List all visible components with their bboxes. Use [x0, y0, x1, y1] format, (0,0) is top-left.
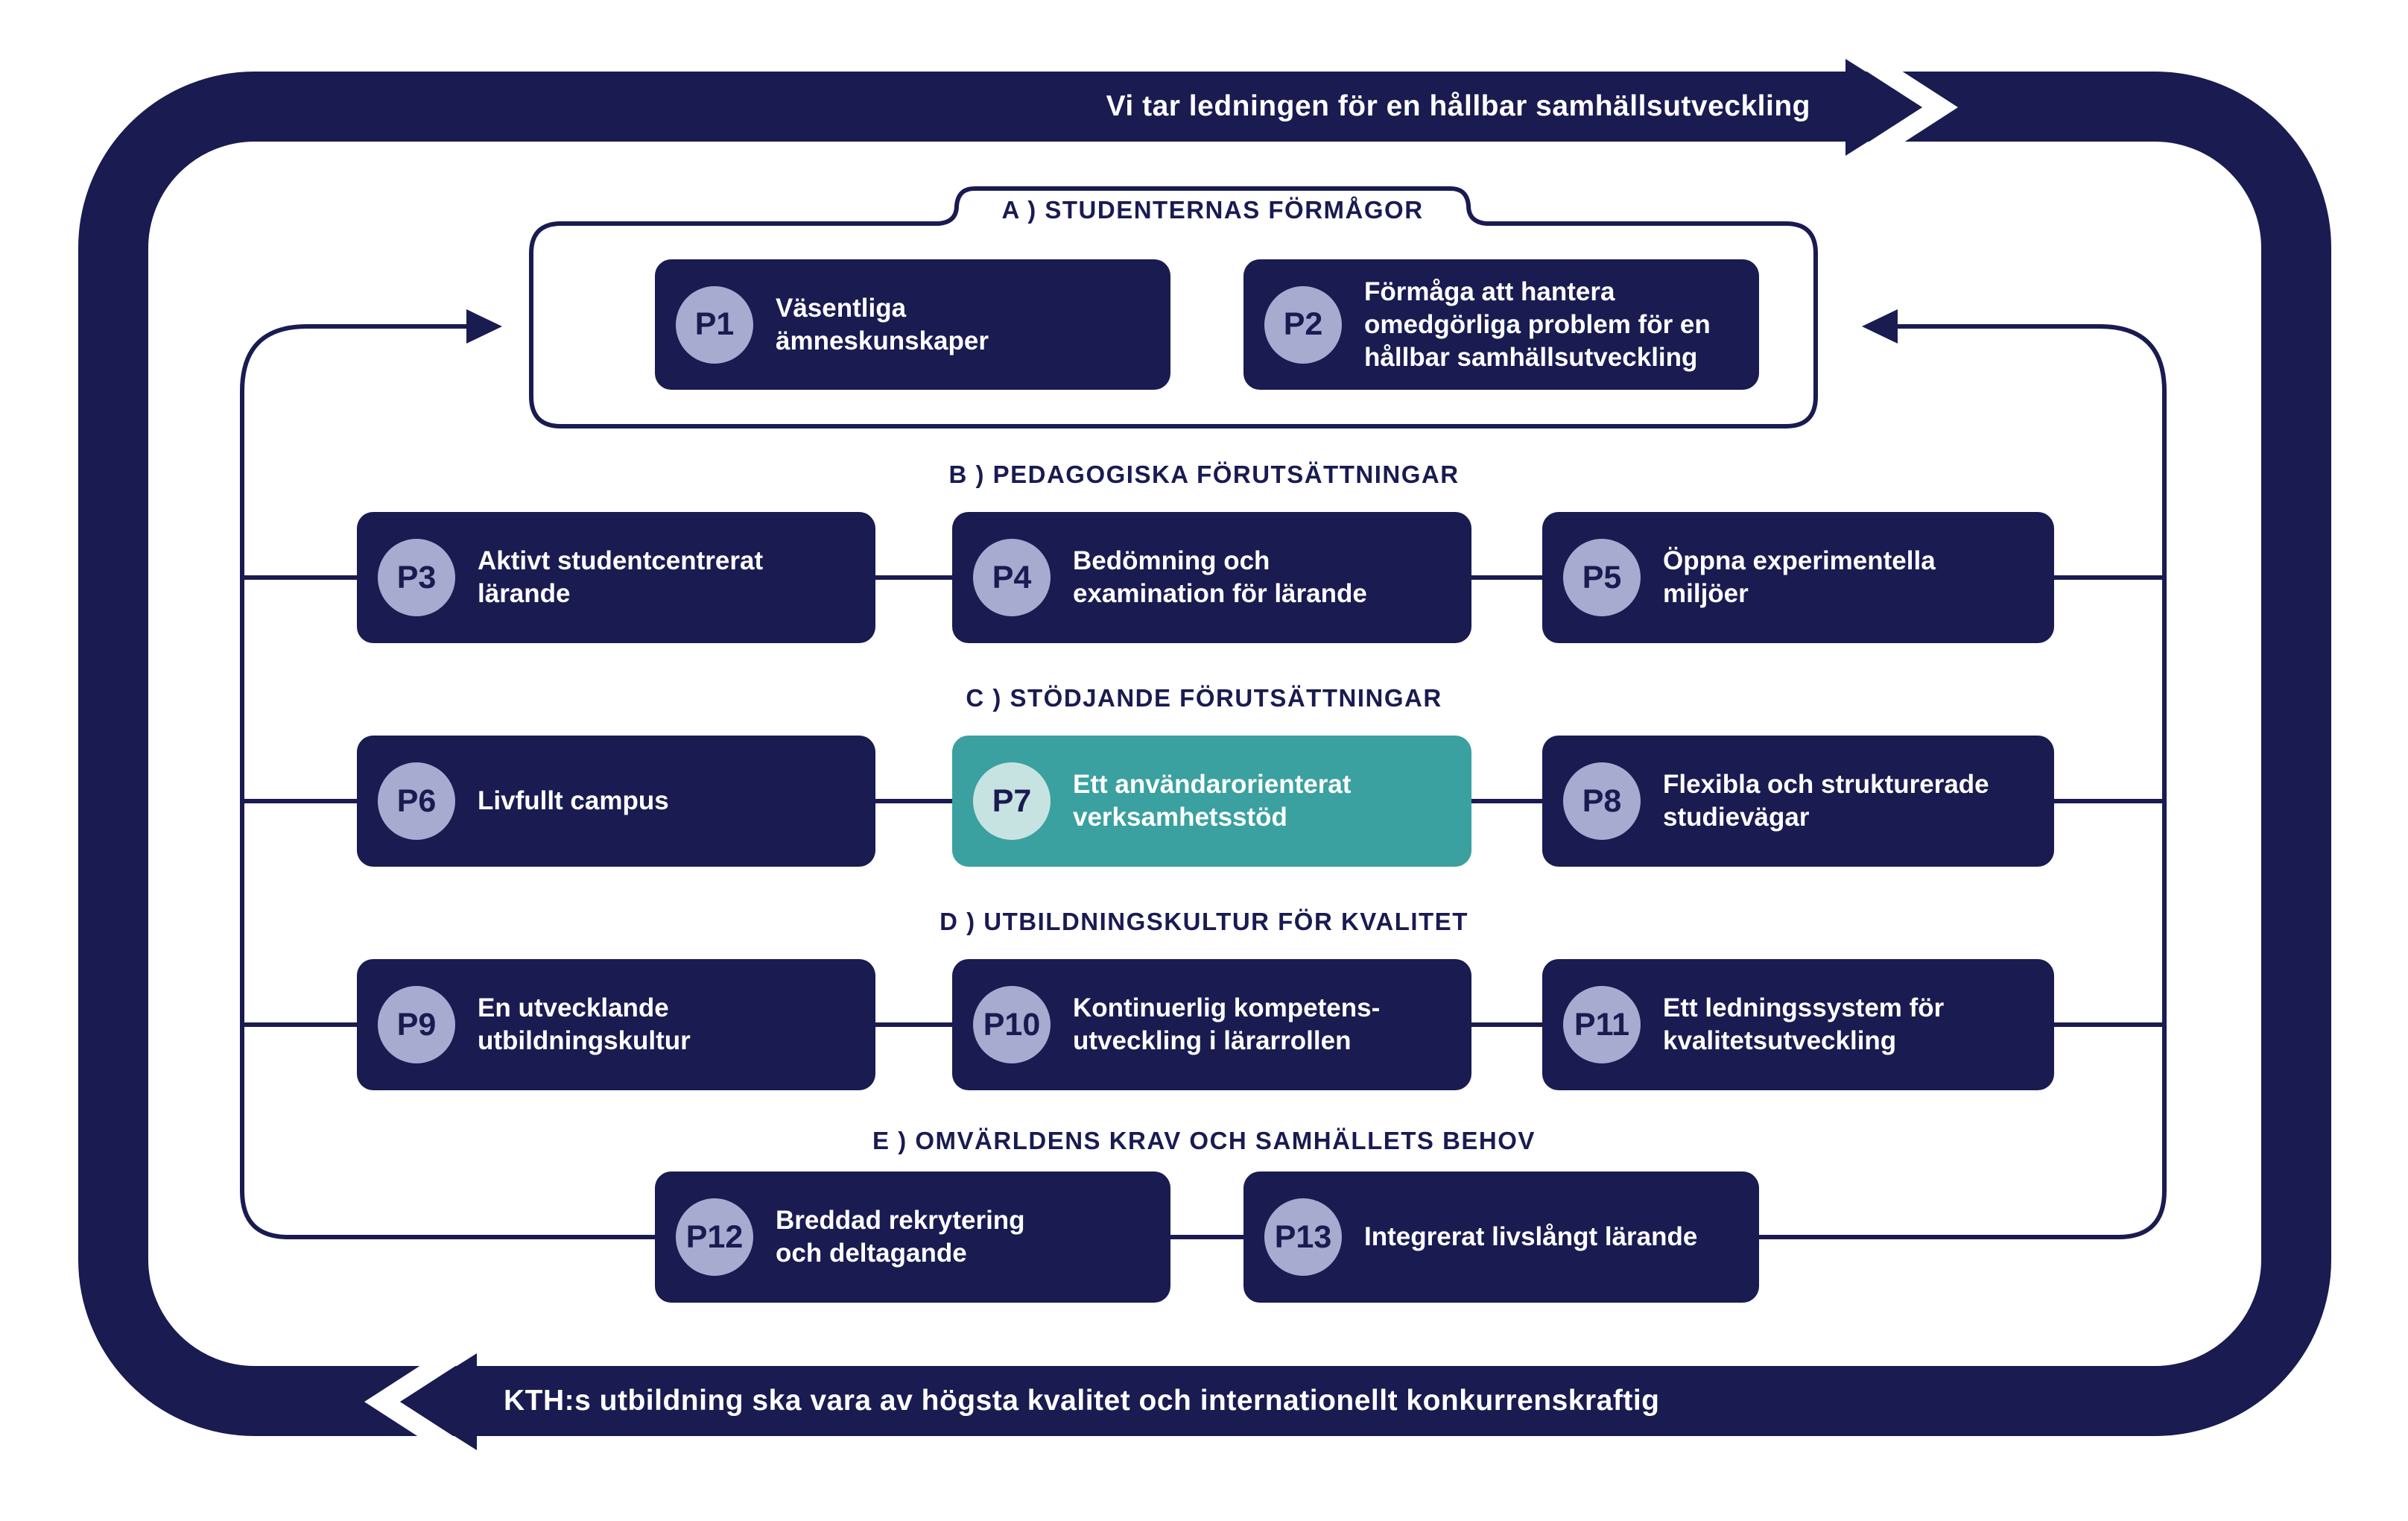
label-p10: Kontinuerlig kompetens- utveckling i lär… [1073, 993, 1381, 1055]
badge-p11: P11 [1563, 986, 1641, 1063]
section-a-outline [529, 186, 1818, 429]
box-p13: P13 Integrerat livslångt lärande [1243, 1171, 1759, 1303]
badge-p7: P7 [973, 762, 1051, 840]
badge-p1: P1 [676, 285, 753, 364]
box-p7-highlighted: P7 Ett användarorienterat verksamhetsstö… [952, 736, 1471, 867]
badge-p5: P5 [1563, 539, 1641, 616]
bottom-banner-text: KTH:s utbildning ska vara av högsta kval… [504, 1385, 1660, 1417]
section-title-e: E ) OMVÄRLDENS KRAV OCH SAMHÄLLETS BEHOV [872, 1127, 1536, 1154]
loop-arrowhead-right-icon [466, 309, 502, 344]
badge-p10: P10 [973, 986, 1051, 1063]
box-p6: P6 Livfullt campus [357, 736, 875, 867]
label-p12: Breddad rekrytering och deltagande [776, 1206, 1025, 1268]
loop-arrowhead-left-icon [1862, 309, 1898, 344]
badge-p2: P2 [1264, 285, 1342, 364]
box-p1: P1 Väsentliga ämneskunskaper [655, 259, 1170, 390]
label-p5: Öppna experimentella miljöer [1663, 546, 1936, 608]
label-p1: Väsentliga ämneskunskaper [776, 293, 989, 355]
label-p7: Ett användarorienterat verksamhetsstöd [1073, 770, 1352, 832]
section-title-b: B ) PEDAGOGISKA FÖRUTSÄTTNINGAR [948, 461, 1460, 488]
label-p3: Aktivt studentcentrerat lärande [478, 546, 764, 608]
label-p9: En utvecklande utbildningskultur [478, 993, 691, 1055]
box-p2: P2 Förmåga att hantera omedgörliga probl… [1243, 259, 1759, 390]
box-p3: P3 Aktivt studentcentrerat lärande [357, 512, 875, 643]
label-p11: Ett ledningssystem för kvalitetsutveckli… [1663, 993, 1945, 1055]
box-p5: P5 Öppna experimentella miljöer [1542, 512, 2054, 643]
top-chevron-gap [1863, 69, 1958, 145]
top-arrow-right-icon [1845, 59, 1922, 156]
box-p11: P11 Ett ledningssystem för kvalitetsutve… [1542, 959, 2054, 1090]
badge-p12: P12 [676, 1198, 753, 1276]
label-p2: Förmåga att hantera omedgörliga problem … [1364, 276, 1711, 372]
box-p12: P12 Breddad rekrytering och deltagande [655, 1171, 1170, 1303]
outer-loop-ring [78, 72, 2331, 1436]
badge-p8: P8 [1563, 762, 1641, 840]
top-banner-text: Vi tar ledningen för en hållbar samhälls… [1106, 90, 1810, 122]
box-p4: P4 Bedömning och examination för lärande [952, 512, 1471, 643]
section-title-c: C ) STÖDJANDE FÖRUTSÄTTNINGAR [966, 684, 1442, 712]
badge-p3: P3 [378, 539, 455, 616]
feedback-loop-right [1759, 324, 2167, 1239]
label-p4: Bedömning och examination för lärande [1073, 546, 1367, 608]
badge-p4: P4 [973, 539, 1051, 616]
feedback-loop-left [240, 324, 655, 1239]
box-p10: P10 Kontinuerlig kompetens- utveckling i… [952, 959, 1471, 1090]
badge-p13: P13 [1264, 1198, 1342, 1276]
bottom-arrow-left-icon [400, 1353, 477, 1450]
box-p8: P8 Flexibla och strukturerade studieväga… [1542, 736, 2054, 867]
badge-p9: P9 [378, 986, 455, 1063]
section-title-a: A ) STUDENTERNAS FÖRMÅGOR [1001, 196, 1424, 224]
bottom-chevron-gap [364, 1364, 459, 1440]
label-p6: Livfullt campus [478, 786, 669, 815]
box-p9: P9 En utvecklande utbildningskultur [357, 959, 875, 1090]
badge-p6: P6 [378, 762, 455, 840]
label-p13: Integrerat livslångt lärande [1364, 1222, 1698, 1251]
section-title-d: D ) UTBILDNINGSKULTUR FÖR KVALITET [940, 908, 1468, 935]
label-p8: Flexibla och strukturerade studievägar [1663, 770, 1989, 832]
